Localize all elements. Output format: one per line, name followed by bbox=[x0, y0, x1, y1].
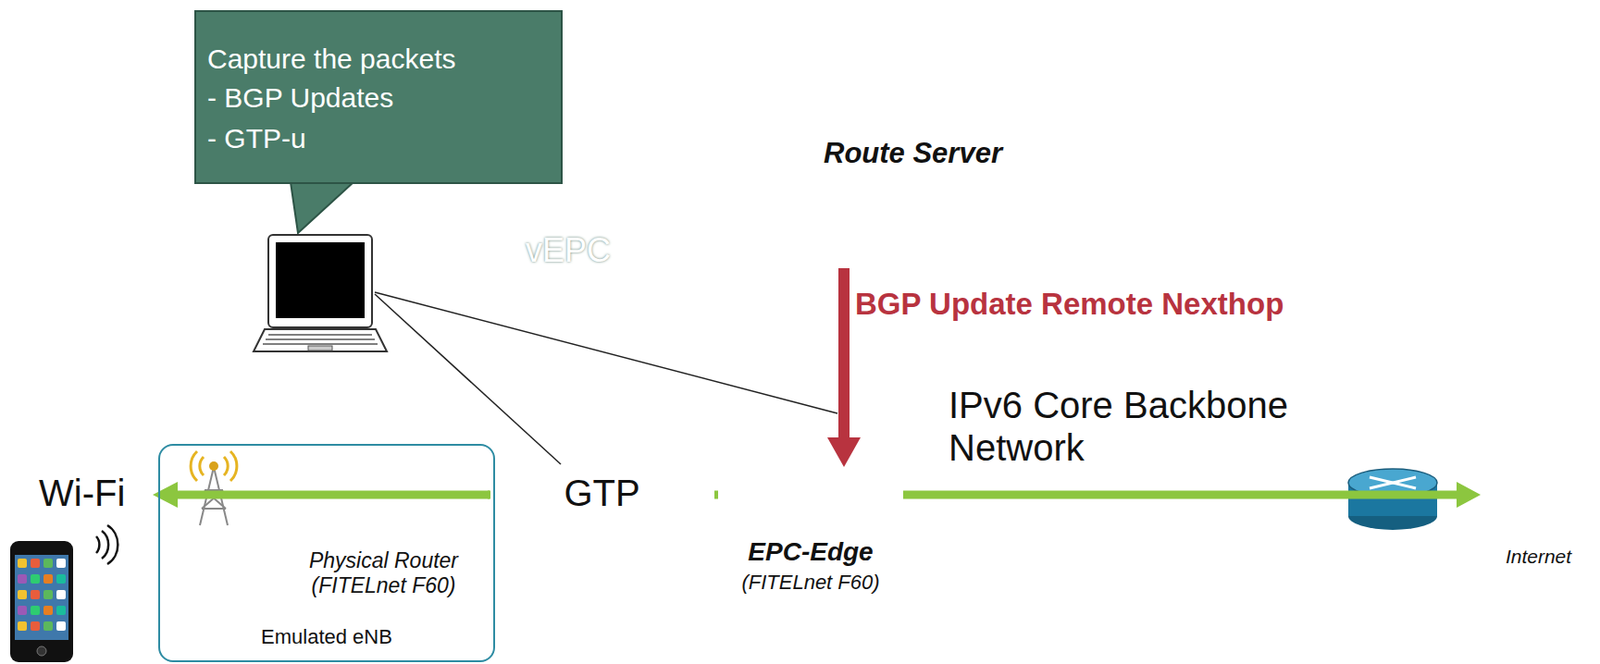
data-path bbox=[487, 495, 490, 497]
epc-edge-router: EPC-Edge(FITELnet F60) bbox=[718, 467, 904, 607]
core-cloud: IPv6 Core Backbone Network bbox=[846, 342, 1592, 664]
data-path bbox=[903, 482, 1481, 509]
node-text: Route Server bbox=[823, 136, 1003, 171]
network-cloud bbox=[490, 333, 870, 650]
data-path bbox=[714, 495, 719, 497]
callout-pointer bbox=[290, 182, 354, 234]
wifi-waves bbox=[96, 525, 118, 565]
smartphone-icon bbox=[10, 541, 74, 663]
router-device bbox=[296, 471, 474, 527]
antenna-icon bbox=[190, 451, 237, 526]
edge-label: BGP Update Remote Nexthop bbox=[855, 286, 1284, 323]
node-text: Capture the packets bbox=[207, 42, 457, 75]
gtp-tunnel: GTP bbox=[489, 464, 715, 522]
router-device bbox=[721, 469, 900, 525]
node-text: (FITELnet F60) bbox=[718, 570, 904, 595]
globe-icon bbox=[1491, 442, 1585, 535]
node-text: Emulated eNB bbox=[160, 625, 494, 649]
enb-group: Emulated eNB Physical Router (FITELnet F6… bbox=[158, 444, 496, 663]
router-icon bbox=[1348, 469, 1438, 531]
node-text: Internet bbox=[1480, 545, 1597, 569]
physical-router: Physical Router (FITELnet F60) bbox=[279, 469, 488, 604]
route-server: Route Server bbox=[772, 136, 1042, 269]
node-text: - BGP Updates bbox=[207, 81, 394, 114]
green-arrow-left bbox=[152, 482, 491, 509]
internet-globe: Internet bbox=[1480, 434, 1597, 583]
capture-lines bbox=[374, 292, 838, 465]
node-text: - GTP-u bbox=[207, 122, 307, 155]
node-text: EPC-Edge bbox=[718, 537, 904, 568]
link-line bbox=[812, 245, 815, 470]
router-icon bbox=[781, 195, 845, 246]
wifi-label: Wi-Fi bbox=[38, 471, 125, 515]
node-text: IPv6 Core Backbone Network bbox=[948, 384, 1384, 470]
node-text: Physical Router (FITELnet F60) bbox=[279, 548, 488, 599]
node-text: vEPC bbox=[525, 231, 611, 270]
callout-box: Capture the packets - BGP Updates - GTP-u bbox=[194, 10, 563, 185]
node-text: GTP bbox=[489, 471, 715, 515]
tunnel-tube bbox=[489, 464, 715, 522]
laptop-icon bbox=[253, 235, 387, 352]
